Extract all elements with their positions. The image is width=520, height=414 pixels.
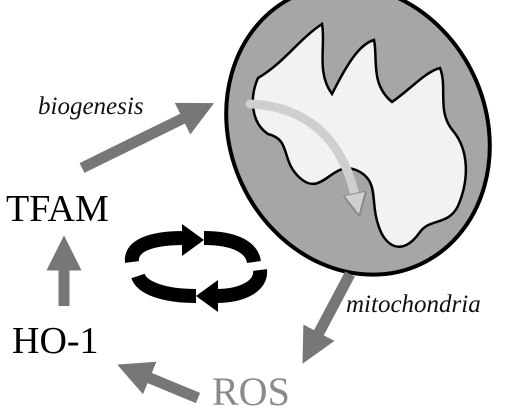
mitochondrion-icon xyxy=(224,0,492,277)
label-biogenesis: biogenesis xyxy=(38,93,144,120)
label-ho1: HO-1 xyxy=(12,320,99,362)
label-tfam: TFAM xyxy=(6,188,109,230)
circular-arrows-icon xyxy=(124,224,268,312)
label-ros: ROS xyxy=(212,369,290,414)
arrow-ros-to-ho1 xyxy=(117,361,201,404)
mitochondrion-cristae xyxy=(251,21,468,248)
internal-flow-arrow xyxy=(245,99,356,200)
label-mitochondria: mitochondria xyxy=(346,291,481,318)
arrow-mitochondria-to-ros xyxy=(302,271,355,364)
arrow-tfam-to-mitochondria xyxy=(79,102,215,173)
